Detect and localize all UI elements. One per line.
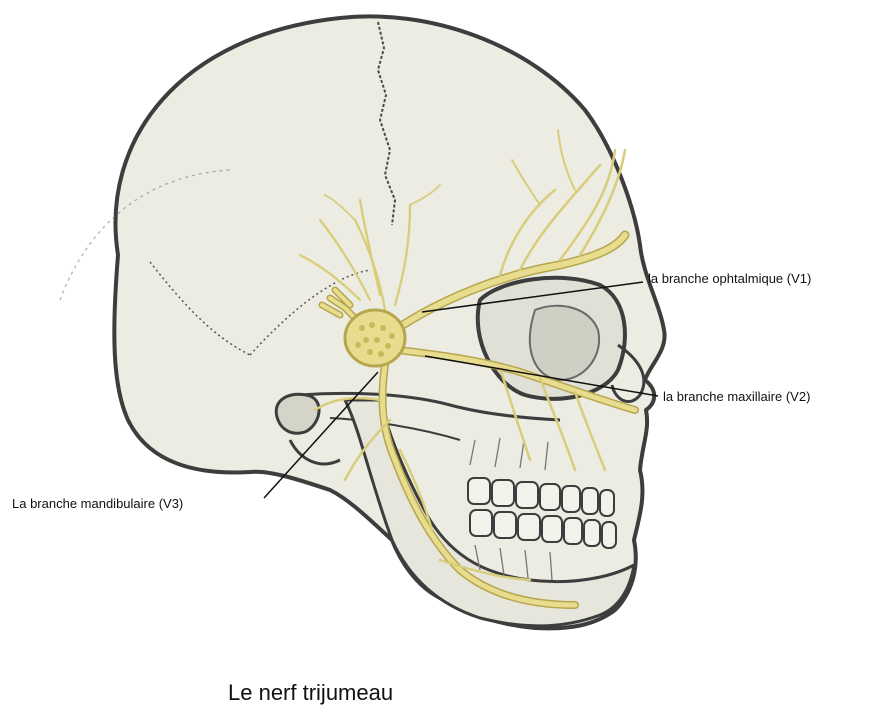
label-maxillary-branch: la branche maxillaire (V2) bbox=[663, 389, 810, 404]
page-title: Le nerf trijumeau bbox=[228, 680, 393, 705]
label-ophthalmic-branch: la branche ophtalmique (V1) bbox=[648, 271, 811, 286]
trigeminal-ganglion bbox=[345, 310, 405, 366]
external-auditory-meatus bbox=[276, 394, 319, 433]
label-mandibular-branch: La branche mandibulaire (V3) bbox=[12, 496, 183, 511]
